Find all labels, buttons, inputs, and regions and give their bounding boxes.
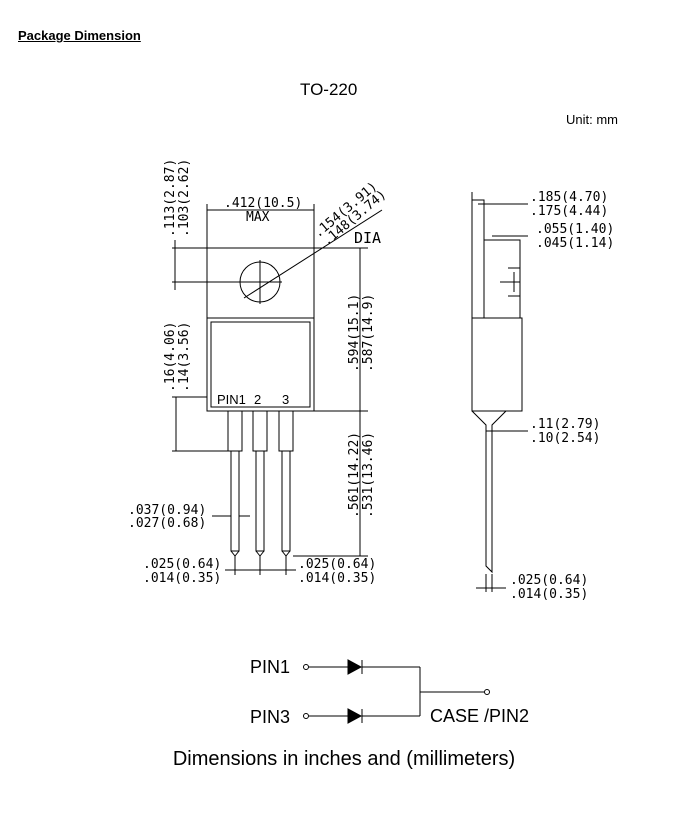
dim-left-a: .16(4.06) [163,322,178,392]
side-tab-step [483,239,521,319]
side-lead [471,410,507,574]
dim-width-a: .412(10.5) [224,196,302,211]
diode-2-icon [347,708,363,724]
dim-width-b: MAX [246,210,270,225]
dim-thick-b: .175(4.44) [530,204,608,219]
pin3-label: 3 [282,392,289,407]
dim-pitch2-b: .014(0.35) [298,571,376,586]
dim-tab-a: .055(1.40) [536,222,614,237]
dim-body-a: .594(15.1) [347,294,362,372]
pin3-terminal [303,713,309,719]
dim-pitch1-a: .025(0.64) [143,557,221,572]
lead-3-upper [278,410,294,452]
lead-1-upper [227,410,243,452]
schematic [303,659,490,724]
lead-3-lower [281,450,291,552]
case-terminal [484,689,490,695]
dim-leadt-b: .014(0.35) [510,587,588,602]
lead-1-lower [230,450,240,552]
dim-pinw-b: .027(0.68) [128,516,206,531]
dim-stand-b: .10(2.54) [530,431,600,446]
dim-thick-a: .185(4.70) [530,190,608,205]
lead-2-upper [252,410,268,452]
package-name: TO-220 [300,80,358,99]
lead-1-tip [230,550,240,557]
schem-case-label: CASE /PIN2 [430,706,529,726]
lead-2-tip [255,550,265,557]
dim-tab-b: .045(1.14) [536,236,614,251]
side-view [471,192,528,592]
dim-top-a: .113(2.87) [163,159,178,237]
hole-leader [243,209,383,299]
side-body [471,317,523,412]
package-body-inner [210,321,311,408]
lead-3-tip [281,550,291,557]
dim-pinw-a: .037(0.94) [128,503,206,518]
dim-lead-b: .531(13.46) [361,432,376,518]
pin1-terminal [303,664,309,670]
dim-leadt-a: .025(0.64) [510,573,588,588]
dim-top-b: .103(2.62) [177,159,192,237]
dim-pitch2-a: .025(0.64) [298,557,376,572]
leads [227,410,294,557]
unit-label: Unit: mm [566,112,618,127]
pin2-label: 2 [254,392,261,407]
side-tab [471,199,485,319]
diode-1-icon [347,659,363,675]
dim-hole-dia: DIA [354,229,381,247]
dim-left-b: .14(3.56) [177,322,192,392]
dim-pitch1-b: .014(0.35) [143,571,221,586]
footer-note: Dimensions in inches and (millimeters) [172,748,516,770]
dim-stand-a: .11(2.79) [530,417,600,432]
front-view [172,204,383,575]
schem-pin3-label: PIN3 [250,707,290,727]
section-title: Package Dimension [18,28,141,43]
schem-pin1-label: PIN1 [250,657,290,677]
lead-2-lower [255,450,265,552]
dim-body-b: .587(14.9) [361,294,376,372]
dim-lead-a: .561(14.22) [347,432,362,518]
pin1-label: PIN1 [217,392,246,407]
